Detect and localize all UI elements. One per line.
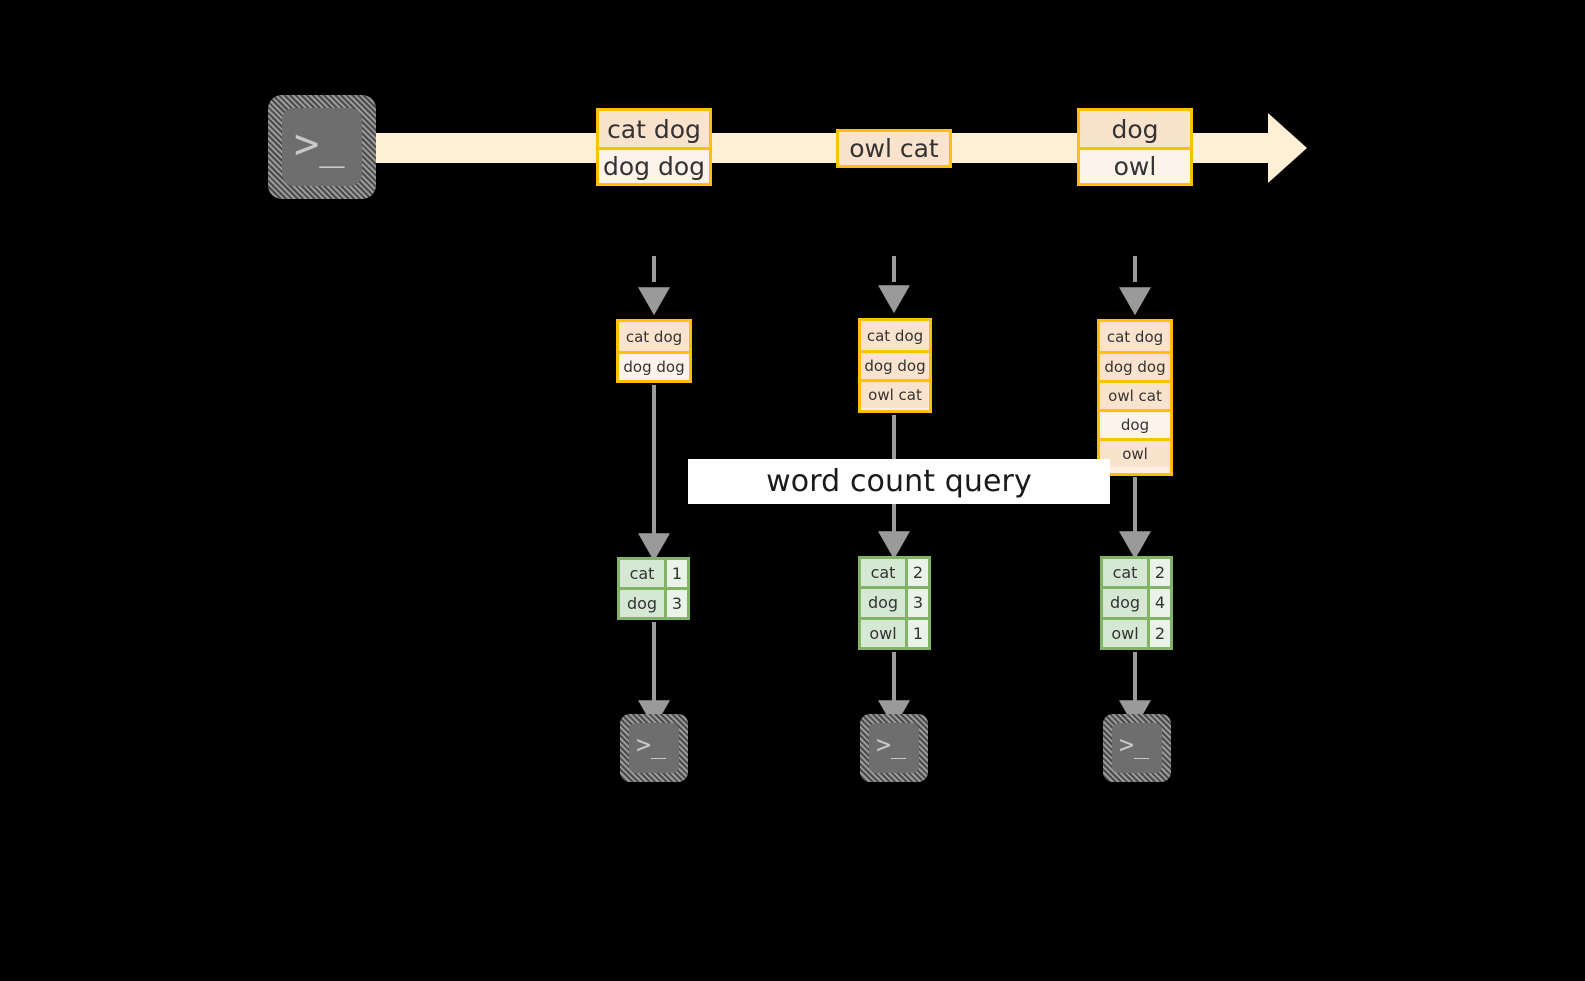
stream-event-cell: owl cat — [839, 132, 949, 165]
snapshot-input-cell: cat dog — [861, 321, 929, 350]
stream-event-cell: cat dog — [599, 111, 709, 147]
stream-event-1: cat dog dog dog — [596, 108, 712, 186]
terminal-inner — [629, 723, 679, 773]
terminal-prompt-glyph: >_ — [1119, 730, 1150, 759]
terminal-prompt-glyph: >_ — [876, 730, 907, 759]
sink-terminal-icon-3: >_ — [1103, 714, 1171, 782]
snapshot-input-cell: owl cat — [861, 379, 929, 408]
snapshot-input-cell: dog — [1100, 409, 1170, 438]
result-row: cat 1 — [620, 560, 687, 587]
result-table-3: cat 2 dog 4 owl 2 — [1100, 556, 1173, 650]
terminal-inner — [282, 108, 362, 186]
result-row: dog 3 — [861, 586, 928, 617]
result-count-cell: 3 — [664, 590, 687, 617]
snapshot-input-cell: owl cat — [1100, 380, 1170, 409]
source-terminal-icon: >_ — [268, 95, 376, 199]
result-word-cell: dog — [861, 589, 905, 617]
result-word-cell: cat — [861, 559, 905, 587]
snapshot-input-table-3: cat dog dog dog owl cat dog owl — [1097, 319, 1173, 476]
result-count-cell: 3 — [905, 589, 928, 617]
result-count-cell: 2 — [905, 559, 928, 587]
result-row: cat 2 — [1103, 559, 1170, 587]
result-row: dog 3 — [620, 587, 687, 617]
stream-event-cell: dog — [1080, 111, 1190, 147]
result-word-cell: dog — [1103, 589, 1147, 617]
result-table-2: cat 2 dog 3 owl 1 — [858, 556, 931, 650]
result-table-1: cat 1 dog 3 — [617, 557, 690, 620]
stream-event-cell: owl — [1080, 147, 1190, 183]
snapshot-input-cell: owl — [1100, 438, 1170, 467]
sink-terminal-icon-2: >_ — [860, 714, 928, 782]
result-count-cell: 1 — [905, 619, 928, 647]
snapshot-input-table-1: cat dog dog dog — [616, 319, 692, 383]
sink-terminal-icon-1: >_ — [620, 714, 688, 782]
result-word-cell: cat — [620, 560, 664, 587]
terminal-inner — [869, 723, 919, 773]
result-count-cell: 4 — [1147, 589, 1170, 617]
result-row: owl 2 — [1103, 616, 1170, 647]
stream-event-2: owl cat — [836, 129, 952, 168]
result-word-cell: dog — [620, 590, 664, 617]
result-word-cell: cat — [1103, 559, 1147, 587]
snapshot-input-cell: dog dog — [619, 351, 689, 380]
snapshot-input-cell: dog dog — [1100, 351, 1170, 380]
terminal-inner — [1112, 723, 1162, 773]
snapshot-input-cell: cat dog — [1100, 322, 1170, 351]
result-word-cell: owl — [861, 619, 905, 647]
result-word-cell: owl — [1103, 619, 1147, 647]
result-count-cell: 1 — [664, 560, 687, 587]
result-row: cat 2 — [861, 559, 928, 587]
terminal-prompt-glyph: >_ — [636, 730, 667, 759]
result-count-cell: 2 — [1147, 619, 1170, 647]
snapshot-input-table-2: cat dog dog dog owl cat — [858, 318, 932, 413]
result-row: owl 1 — [861, 616, 928, 647]
result-count-cell: 2 — [1147, 559, 1170, 587]
terminal-prompt-glyph: >_ — [294, 119, 345, 168]
query-label: word count query — [688, 459, 1110, 504]
stream-event-cell: dog dog — [599, 147, 709, 183]
stream-event-3: dog owl — [1077, 108, 1193, 186]
snapshot-input-cell: dog dog — [861, 350, 929, 379]
snapshot-input-cell: cat dog — [619, 322, 689, 351]
result-row: dog 4 — [1103, 586, 1170, 617]
